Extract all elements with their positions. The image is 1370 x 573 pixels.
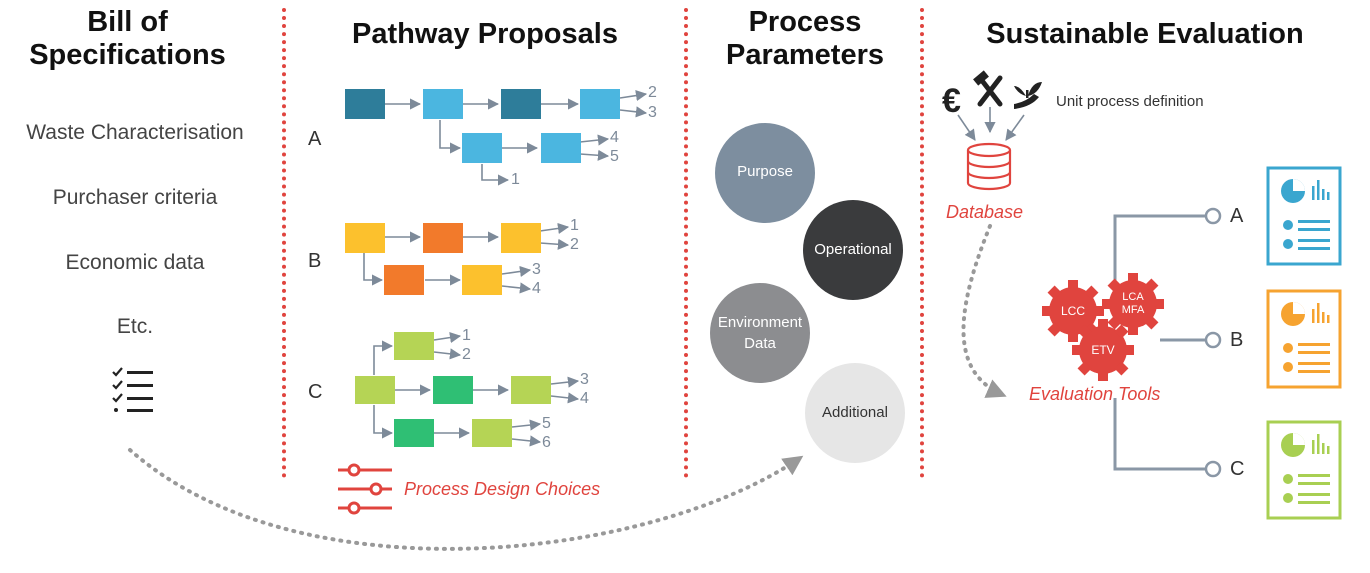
outcome-node-b	[1204, 331, 1222, 349]
b-out-1: 1	[570, 217, 579, 234]
pathway-c-node-6	[472, 419, 512, 447]
pathway-c-node-5	[394, 419, 434, 447]
euro-icon: €	[942, 82, 961, 120]
pathway-a-node-2	[423, 89, 463, 119]
report-card-c	[1266, 420, 1342, 520]
sliders-icon	[338, 463, 392, 515]
outcome-node-a	[1204, 207, 1222, 225]
tool-etv: ETV	[1091, 343, 1115, 357]
circle-operational	[803, 200, 903, 300]
a-out-4: 4	[610, 129, 619, 146]
circle-additional	[805, 363, 905, 463]
b-out-4: 4	[532, 280, 541, 297]
pathway-b-node-3	[501, 223, 541, 253]
process-title-line2: Parameters	[726, 39, 884, 71]
separator-3	[920, 8, 924, 478]
a-out-3: 3	[648, 104, 657, 121]
outcome-branches	[1113, 214, 1205, 471]
pathway-b-node-2	[423, 223, 463, 253]
outcome-label-b: B	[1230, 329, 1244, 351]
separator-1	[282, 8, 286, 478]
bill-title-line2: Specifications	[29, 39, 226, 71]
design-choices-label: Process Design Choices	[404, 479, 601, 499]
c-out-5: 5	[542, 415, 551, 432]
pathway-c-node-4	[511, 376, 551, 404]
pathway-label-c: C	[308, 381, 323, 403]
pathway-b-node-5	[462, 265, 502, 295]
plant-hand-icon	[1014, 82, 1042, 109]
param-additional: Additional	[822, 404, 888, 421]
spec-etc: Etc.	[116, 315, 154, 338]
separator-2	[684, 8, 688, 478]
process-title-line1: Process	[748, 6, 862, 38]
gear-etv-icon	[1072, 319, 1134, 381]
checklist-icon	[112, 367, 153, 412]
evaluation-tools-label: Evaluation Tools	[1029, 384, 1161, 404]
outcome-label-a: A	[1230, 205, 1244, 227]
tool-lcc: LCC	[1060, 304, 1085, 318]
c-out-3: 3	[580, 371, 589, 388]
database-label: Database	[946, 202, 1024, 222]
bill-title-line1: Bill of	[87, 6, 168, 38]
pathway-label-b: B	[308, 250, 322, 272]
outcome-label-c: C	[1230, 458, 1245, 480]
b-out-2: 2	[570, 236, 579, 253]
pathway-a-node-4	[580, 89, 620, 119]
tools-icon	[973, 70, 1003, 107]
param-purpose: Purpose	[737, 163, 793, 180]
spec-economic: Economic data	[65, 251, 205, 274]
database-icon	[966, 142, 1012, 191]
flow-curve-arrow	[128, 448, 804, 551]
pathway-b-node-4	[384, 265, 424, 295]
process-title: Process Parameters	[700, 6, 910, 72]
spec-waste: Waste Characterisation	[26, 121, 244, 144]
database-to-tools-arrow	[961, 224, 1007, 398]
report-card-a	[1266, 166, 1342, 266]
circle-environment	[710, 283, 810, 383]
outcome-node-c	[1204, 460, 1222, 478]
c-out-1: 1	[462, 327, 471, 344]
a-out-1: 1	[511, 171, 520, 188]
report-card-b	[1266, 289, 1342, 389]
c-out-6: 6	[542, 434, 551, 451]
spec-purchaser: Purchaser criteria	[52, 186, 218, 209]
a-out-2: 2	[648, 84, 657, 101]
pathway-title: Pathway Proposals	[352, 18, 618, 50]
b-out-3: 3	[532, 261, 541, 278]
param-operational: Operational	[814, 241, 892, 258]
pathway-a-node-6	[541, 133, 581, 163]
unit-process-label: Unit process definition	[1056, 93, 1204, 110]
pathway-label-a: A	[308, 128, 322, 150]
pathway-c-node-1	[394, 332, 434, 360]
pathway-a-node-3	[501, 89, 541, 119]
c-out-2: 2	[462, 346, 471, 363]
gear-lca-icon	[1102, 273, 1164, 335]
pathway-b-node-1	[345, 223, 385, 253]
pathway-c-node-2	[355, 376, 395, 404]
pathway-a-node-1	[345, 89, 385, 119]
c-out-4: 4	[580, 390, 589, 407]
a-out-5: 5	[610, 148, 619, 165]
pathway-a-node-5	[462, 133, 502, 163]
circle-purpose	[715, 123, 815, 223]
pathway-c-node-3	[433, 376, 473, 404]
sustainable-title: Sustainable Evaluation	[986, 18, 1304, 50]
bill-title: Bill of Specifications	[15, 6, 240, 72]
